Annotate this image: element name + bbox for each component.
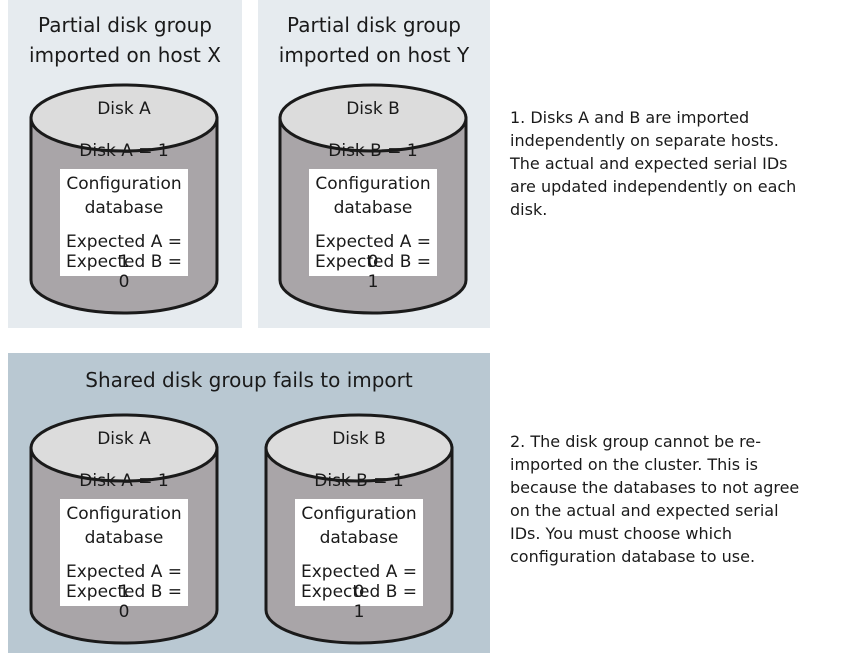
note-step-2: 2. The disk group cannot be re- imported…: [510, 432, 800, 566]
disk-serial-id: Disk B = 1: [314, 471, 404, 491]
expected-b: Expected B = 0: [65, 252, 183, 292]
disk-a-cylinder: Disk A Disk A = 1 Configuration database…: [29, 410, 219, 650]
expected-b: Expected B = 0: [65, 582, 183, 622]
panel-host-x: Partial disk group imported on host X Di…: [8, 0, 242, 328]
disk-name: Disk B: [346, 99, 400, 119]
panel-host-y: Partial disk group imported on host Y Di…: [258, 0, 490, 328]
disk-serial-id: Disk B = 1: [328, 141, 418, 161]
panel-title-host-x: Partial disk group imported on host X: [29, 13, 221, 67]
disk-name: Disk A: [97, 429, 151, 449]
disk-b-cylinder: Disk B Disk B = 1 Configuration database…: [278, 80, 468, 320]
configuration-database-box: Configuration database Expected A = 0 Ex…: [295, 499, 423, 622]
disk-name: Disk B: [332, 429, 386, 449]
note-step-1: 1. Disks A and B are imported independen…: [510, 108, 797, 219]
expected-a: Expected A = 0: [301, 562, 417, 602]
disk-serial-id: Disk A = 1: [79, 141, 169, 161]
expected-b: Expected B = 1: [314, 252, 432, 292]
expected-a: Expected A = 1: [66, 232, 182, 272]
panel-title-host-y: Partial disk group imported on host Y: [278, 13, 470, 67]
expected-a: Expected A = 1: [66, 562, 182, 602]
configuration-database-box: Configuration database Expected A = 1 Ex…: [60, 169, 188, 292]
disk-name: Disk A: [97, 99, 151, 119]
configuration-database-box: Configuration database Expected A = 0 Ex…: [309, 169, 437, 292]
disk-a-cylinder: Disk A Disk A = 1 Configuration database…: [29, 80, 219, 320]
expected-a: Expected A = 0: [315, 232, 431, 272]
expected-b: Expected B = 1: [300, 582, 418, 622]
disk-serial-id: Disk A = 1: [79, 471, 169, 491]
config-title: Configuration database: [301, 504, 417, 548]
panel-shared-disk-group: Shared disk group fails to import Disk A…: [8, 353, 490, 653]
config-title: Configuration database: [315, 174, 431, 218]
config-title: Configuration database: [66, 174, 182, 218]
panel-title-shared: Shared disk group fails to import: [85, 368, 413, 392]
config-title: Configuration database: [66, 504, 182, 548]
disk-b-cylinder: Disk B Disk B = 1 Configuration database…: [264, 410, 454, 650]
configuration-database-box: Configuration database Expected A = 1 Ex…: [60, 499, 188, 622]
